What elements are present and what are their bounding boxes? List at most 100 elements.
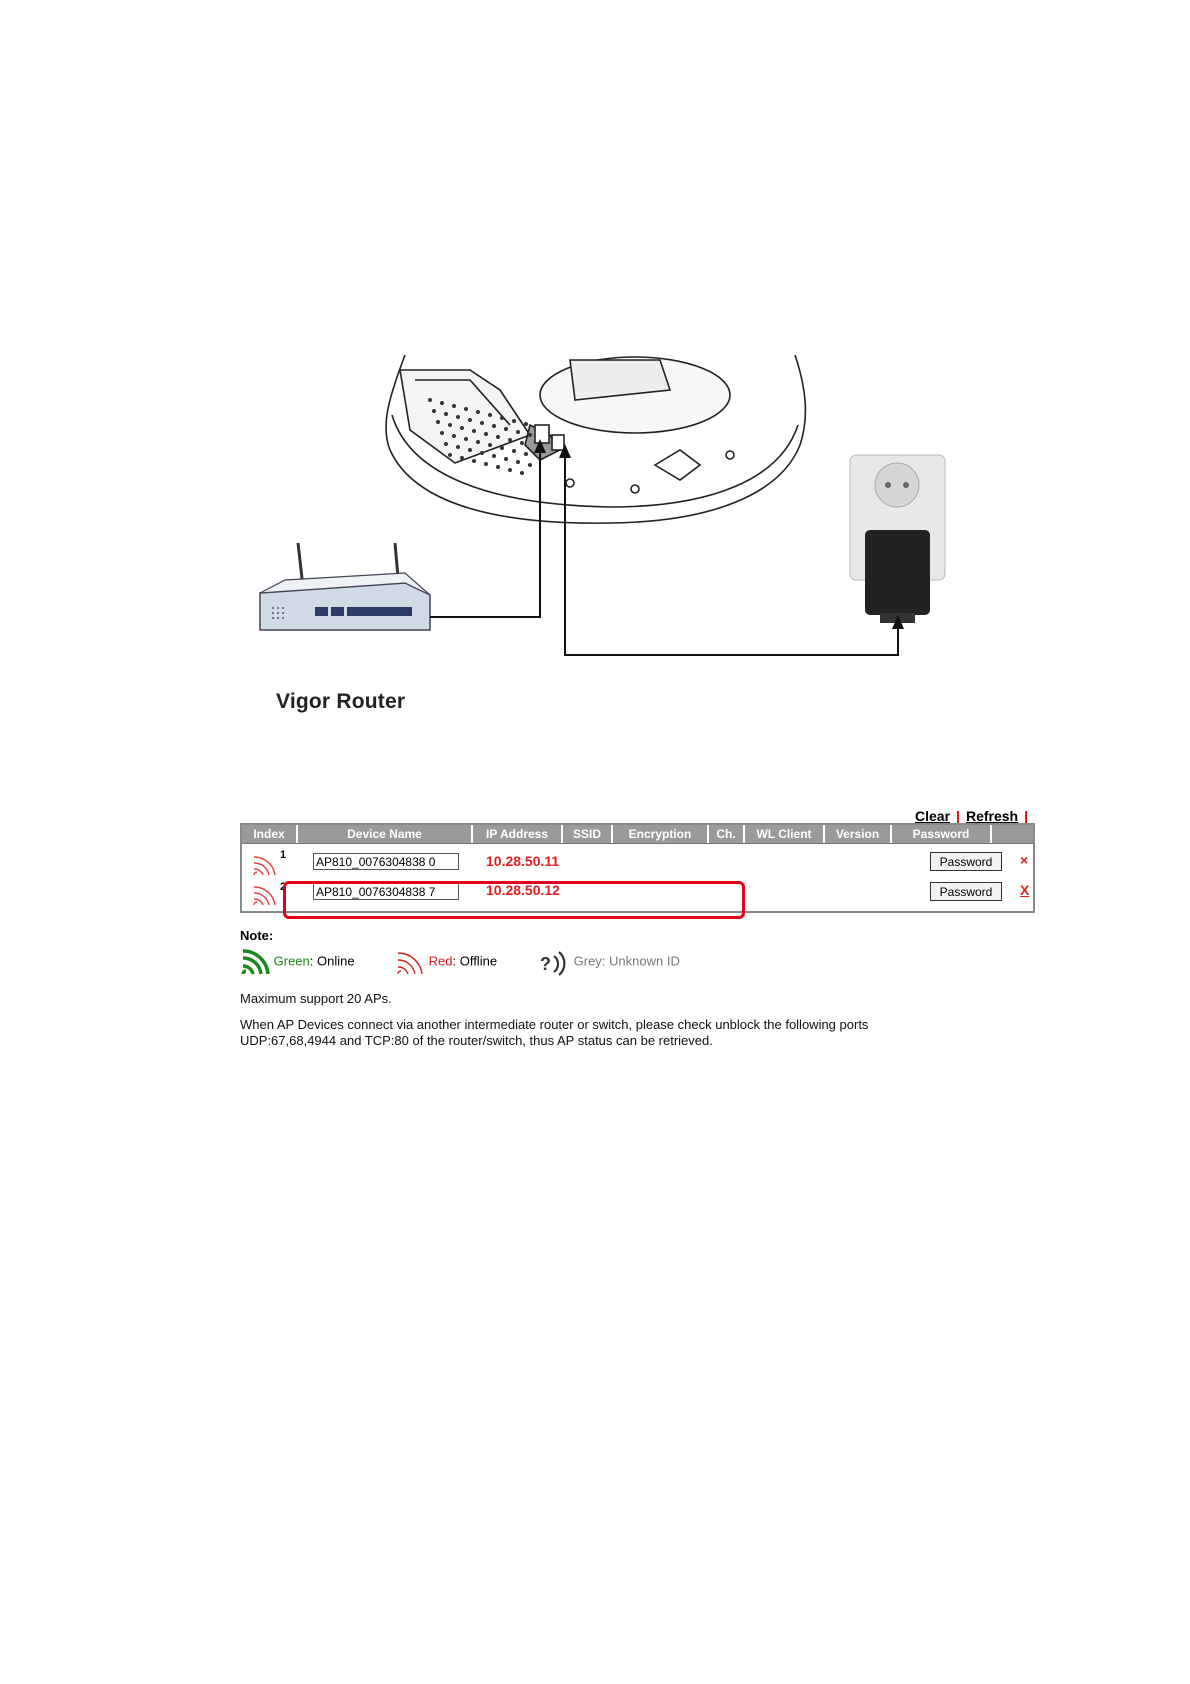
- wifi-red-icon: [397, 952, 423, 975]
- ip-address: 10.28.50.12: [486, 882, 560, 898]
- ip-address: 10.28.50.11: [486, 853, 560, 869]
- vent-hole: [440, 431, 444, 435]
- wifi-green-icon: [241, 949, 270, 975]
- highlight-box: [283, 881, 745, 919]
- access-point-illustration: [385, 355, 807, 524]
- svg-text:?: ?: [540, 954, 551, 974]
- vent-holes: [428, 398, 532, 475]
- col-ssid: SSID: [563, 825, 613, 843]
- vent-hole: [504, 457, 508, 461]
- max-support-text: Maximum support 20 APs.: [240, 991, 392, 1006]
- vent-hole: [444, 442, 448, 446]
- refresh-link[interactable]: Refresh: [965, 808, 1019, 824]
- vent-hole: [528, 433, 532, 437]
- vent-hole: [484, 462, 488, 466]
- cables: [430, 450, 899, 656]
- password-button[interactable]: Password: [930, 852, 1002, 871]
- vigor-router-illustration: [259, 542, 431, 631]
- legend-offline: Red: Offline: [395, 948, 497, 976]
- vent-hole: [468, 448, 472, 452]
- legend-offline-text: : Offline: [452, 953, 498, 969]
- table-row: 2 10.28.50.12 Password X: [242, 879, 1033, 909]
- vent-hole: [480, 451, 484, 455]
- vent-hole: [460, 456, 464, 460]
- wifi-unknown-icon: ?: [540, 951, 566, 976]
- vent-hole: [464, 437, 468, 441]
- vent-hole: [432, 409, 436, 413]
- vent-hole: [468, 418, 472, 422]
- row-index: 1: [280, 849, 287, 861]
- vent-hole: [436, 420, 440, 424]
- ports-note-line2: UDP:67,68,4944 and TCP:80 of the router/…: [240, 1033, 713, 1048]
- legend-online: Green: Online: [240, 948, 355, 976]
- vent-hole: [460, 426, 464, 430]
- col-wl-client: WL Client: [745, 825, 825, 843]
- password-button[interactable]: Password: [930, 882, 1002, 901]
- vent-hole: [428, 398, 432, 402]
- legend-red-word: Red: [428, 953, 453, 969]
- vent-hole: [512, 449, 516, 453]
- device-name-input[interactable]: [313, 883, 459, 900]
- vent-hole: [520, 441, 524, 445]
- vent-hole: [440, 401, 444, 405]
- col-ip-address: IP Address: [473, 825, 563, 843]
- col-encryption: Encryption: [613, 825, 709, 843]
- col-channel: Ch.: [709, 825, 745, 843]
- vent-hole: [516, 430, 520, 434]
- table-header: Index Device Name IP Address SSID Encryp…: [242, 825, 1033, 844]
- col-version: Version: [825, 825, 892, 843]
- ap-status-table: Index Device Name IP Address SSID Encryp…: [240, 823, 1035, 913]
- vent-hole: [524, 452, 528, 456]
- vent-hole: [452, 404, 456, 408]
- vent-hole: [500, 446, 504, 450]
- link-separator: |: [956, 808, 960, 824]
- vent-hole: [496, 435, 500, 439]
- vent-hole: [456, 415, 460, 419]
- legend-unknown: ? Grey: Unknown ID: [540, 948, 680, 976]
- power-outlet-illustration: [849, 454, 946, 623]
- legend-grey-word: Grey: [573, 953, 602, 969]
- vent-hole: [524, 422, 528, 426]
- vent-hole: [520, 471, 524, 475]
- note-label: Note:: [240, 928, 274, 943]
- vent-hole: [484, 432, 488, 436]
- vent-hole: [464, 407, 468, 411]
- connection-diagram: [259, 355, 946, 656]
- legend-online-text: : Online: [309, 953, 355, 969]
- vent-hole: [488, 413, 492, 417]
- vent-hole: [504, 427, 508, 431]
- vent-hole: [492, 424, 496, 428]
- vent-hole: [528, 463, 532, 467]
- vent-hole: [472, 429, 476, 433]
- vent-hole: [508, 468, 512, 472]
- vent-hole: [444, 412, 448, 416]
- legend-green-word: Green: [273, 953, 310, 969]
- device-name-input[interactable]: [313, 853, 459, 870]
- delete-icon[interactable]: X: [1020, 882, 1030, 898]
- vent-hole: [476, 440, 480, 444]
- wifi-red-icon: [253, 886, 276, 906]
- ports-note-line1: When AP Devices connect via another inte…: [240, 1017, 869, 1032]
- clear-link[interactable]: Clear: [915, 808, 951, 824]
- vent-hole: [448, 453, 452, 457]
- vent-hole: [492, 454, 496, 458]
- vent-hole: [452, 434, 456, 438]
- vent-hole: [500, 416, 504, 420]
- vent-hole: [448, 423, 452, 427]
- vent-hole: [488, 443, 492, 447]
- vent-hole: [472, 459, 476, 463]
- table-row: 1 10.28.50.11 Password ×: [242, 847, 1033, 877]
- vent-hole: [456, 445, 460, 449]
- router-caption: Vigor Router: [276, 690, 406, 713]
- link-separator-end: |: [1024, 808, 1029, 824]
- cable-arrows: [534, 439, 904, 629]
- col-delete: [992, 825, 1033, 843]
- legend-unknown-text: : Unknown ID: [601, 953, 680, 969]
- wifi-red-icon: [253, 856, 276, 876]
- col-device-name: Device Name: [298, 825, 473, 843]
- vent-hole: [516, 460, 520, 464]
- col-index: Index: [242, 825, 298, 843]
- vent-hole: [512, 419, 516, 423]
- col-password: Password: [892, 825, 992, 843]
- delete-icon[interactable]: ×: [1020, 852, 1029, 868]
